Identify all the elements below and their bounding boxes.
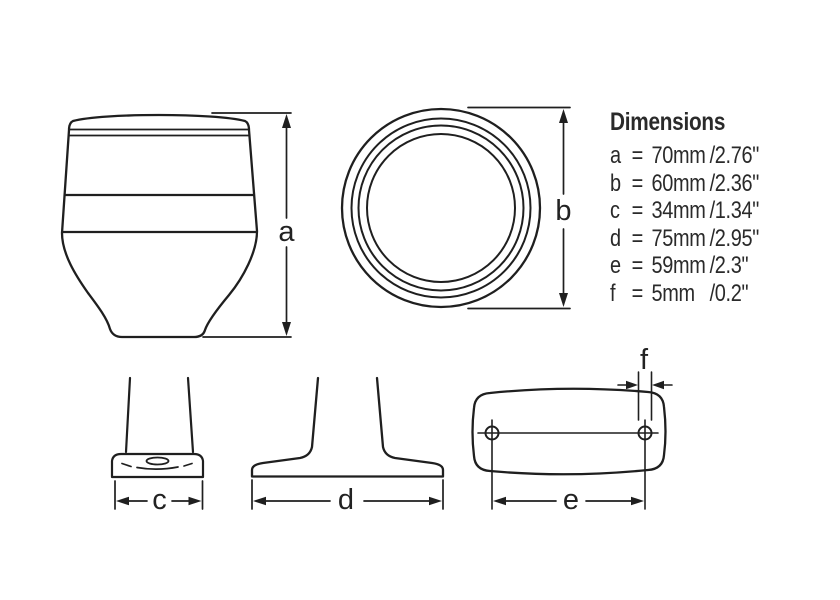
- dimension-b: b: [467, 106, 572, 310]
- base-front-column-right: [186, 376, 195, 454]
- legend-equals: =: [631, 252, 644, 280]
- legend-inch-value: /2.36": [709, 169, 760, 197]
- legend-row-b: b = 60mm /2.36": [610, 170, 768, 198]
- base-front-view: [110, 376, 205, 479]
- legend-mm-value: 70mm: [651, 142, 706, 169]
- legend-equals: =: [631, 197, 644, 225]
- dim-label-f: f: [640, 344, 649, 376]
- lamp-side-outline: [60, 113, 259, 339]
- legend-key: a: [610, 142, 621, 169]
- dim-b-arrow-down: [559, 293, 568, 307]
- base-bottom-view: [471, 387, 667, 510]
- legend-mm-value: 75mm: [651, 224, 706, 252]
- dim-label-d: d: [338, 484, 354, 516]
- dim-c-arrow-right: [188, 496, 202, 506]
- base-front-dash-right: [183, 462, 193, 467]
- legend-inch-value: /2.76": [709, 142, 760, 169]
- dimension-d: d: [251, 479, 444, 516]
- dimension-a: a: [202, 112, 295, 338]
- legend-inch-value: /2.3": [709, 252, 749, 280]
- legend-mm-value: 34mm: [651, 197, 706, 225]
- base-front-slot: [145, 456, 170, 466]
- lamp-top-circle-3: [357, 124, 525, 292]
- legend-key: e: [610, 252, 621, 280]
- legend-mm-value: 59mm: [651, 252, 706, 280]
- dim-label-b: b: [555, 195, 571, 227]
- lamp-top-circle-inner: [366, 133, 516, 283]
- dimensions-legend: Dimensions a = 70mm /2.76" b = 60mm /2.3…: [610, 107, 768, 308]
- lamp-side-view: [60, 113, 259, 339]
- base-front-outline: [110, 452, 205, 479]
- base-front-dash-middle: [136, 466, 179, 470]
- dimension-f: f: [617, 344, 673, 421]
- dim-b-arrow-up: [559, 109, 568, 123]
- dim-a-arrow-down: [282, 322, 291, 336]
- base-front-dash-left: [121, 462, 132, 468]
- legend-inch-value: /0.2": [709, 279, 749, 307]
- dim-f-arrow-right: [652, 380, 664, 390]
- base-side-outline: [250, 376, 445, 478]
- legend-row-d: d = 75mm /2.95": [610, 225, 768, 253]
- lamp-top-view: [340, 107, 542, 309]
- dim-label-e: e: [563, 484, 579, 516]
- lamp-top-circle-outer: [340, 107, 542, 309]
- legend-row-e: e = 59mm /2.3": [610, 252, 768, 280]
- dim-a-arrow-up: [282, 114, 291, 128]
- legend-equals: =: [631, 224, 644, 252]
- dim-e-arrow-left: [493, 496, 506, 506]
- dim-c-arrow-left: [116, 496, 129, 506]
- dim-label-c: c: [152, 484, 167, 516]
- dim-e-arrow-right: [631, 496, 644, 506]
- legend-equals: =: [631, 279, 644, 307]
- legend-row-c: c = 34mm /1.34": [610, 197, 768, 225]
- legend-key: f: [610, 279, 616, 307]
- legend-key: d: [610, 224, 621, 252]
- dimension-c: c: [114, 480, 204, 516]
- legend-inch-value: /1.34": [709, 197, 760, 225]
- dim-d-arrow-left: [253, 496, 266, 506]
- dim-f-arrow-left: [626, 380, 638, 390]
- lamp-top-circle-2: [350, 117, 532, 299]
- base-bottom-outline: [471, 387, 667, 476]
- legend-key: c: [610, 197, 620, 225]
- legend-equals: =: [631, 142, 644, 169]
- legend-mm-value: 5mm: [651, 279, 696, 307]
- legend-row-a: a = 70mm /2.76": [610, 142, 768, 170]
- dim-d-arrow-right: [429, 496, 442, 506]
- base-side-view: [250, 376, 445, 478]
- dim-label-a: a: [278, 216, 295, 248]
- legend-key: b: [610, 169, 621, 197]
- legend-inch-value: /2.95": [709, 224, 760, 252]
- legend-title: Dimensions: [610, 108, 726, 136]
- base-front-column-left: [124, 376, 132, 454]
- legend-equals: =: [631, 169, 644, 197]
- dimension-e: e: [493, 484, 644, 516]
- legend-mm-value: 60mm: [651, 169, 706, 197]
- legend-row-f: f = 5mm /0.2": [610, 280, 768, 308]
